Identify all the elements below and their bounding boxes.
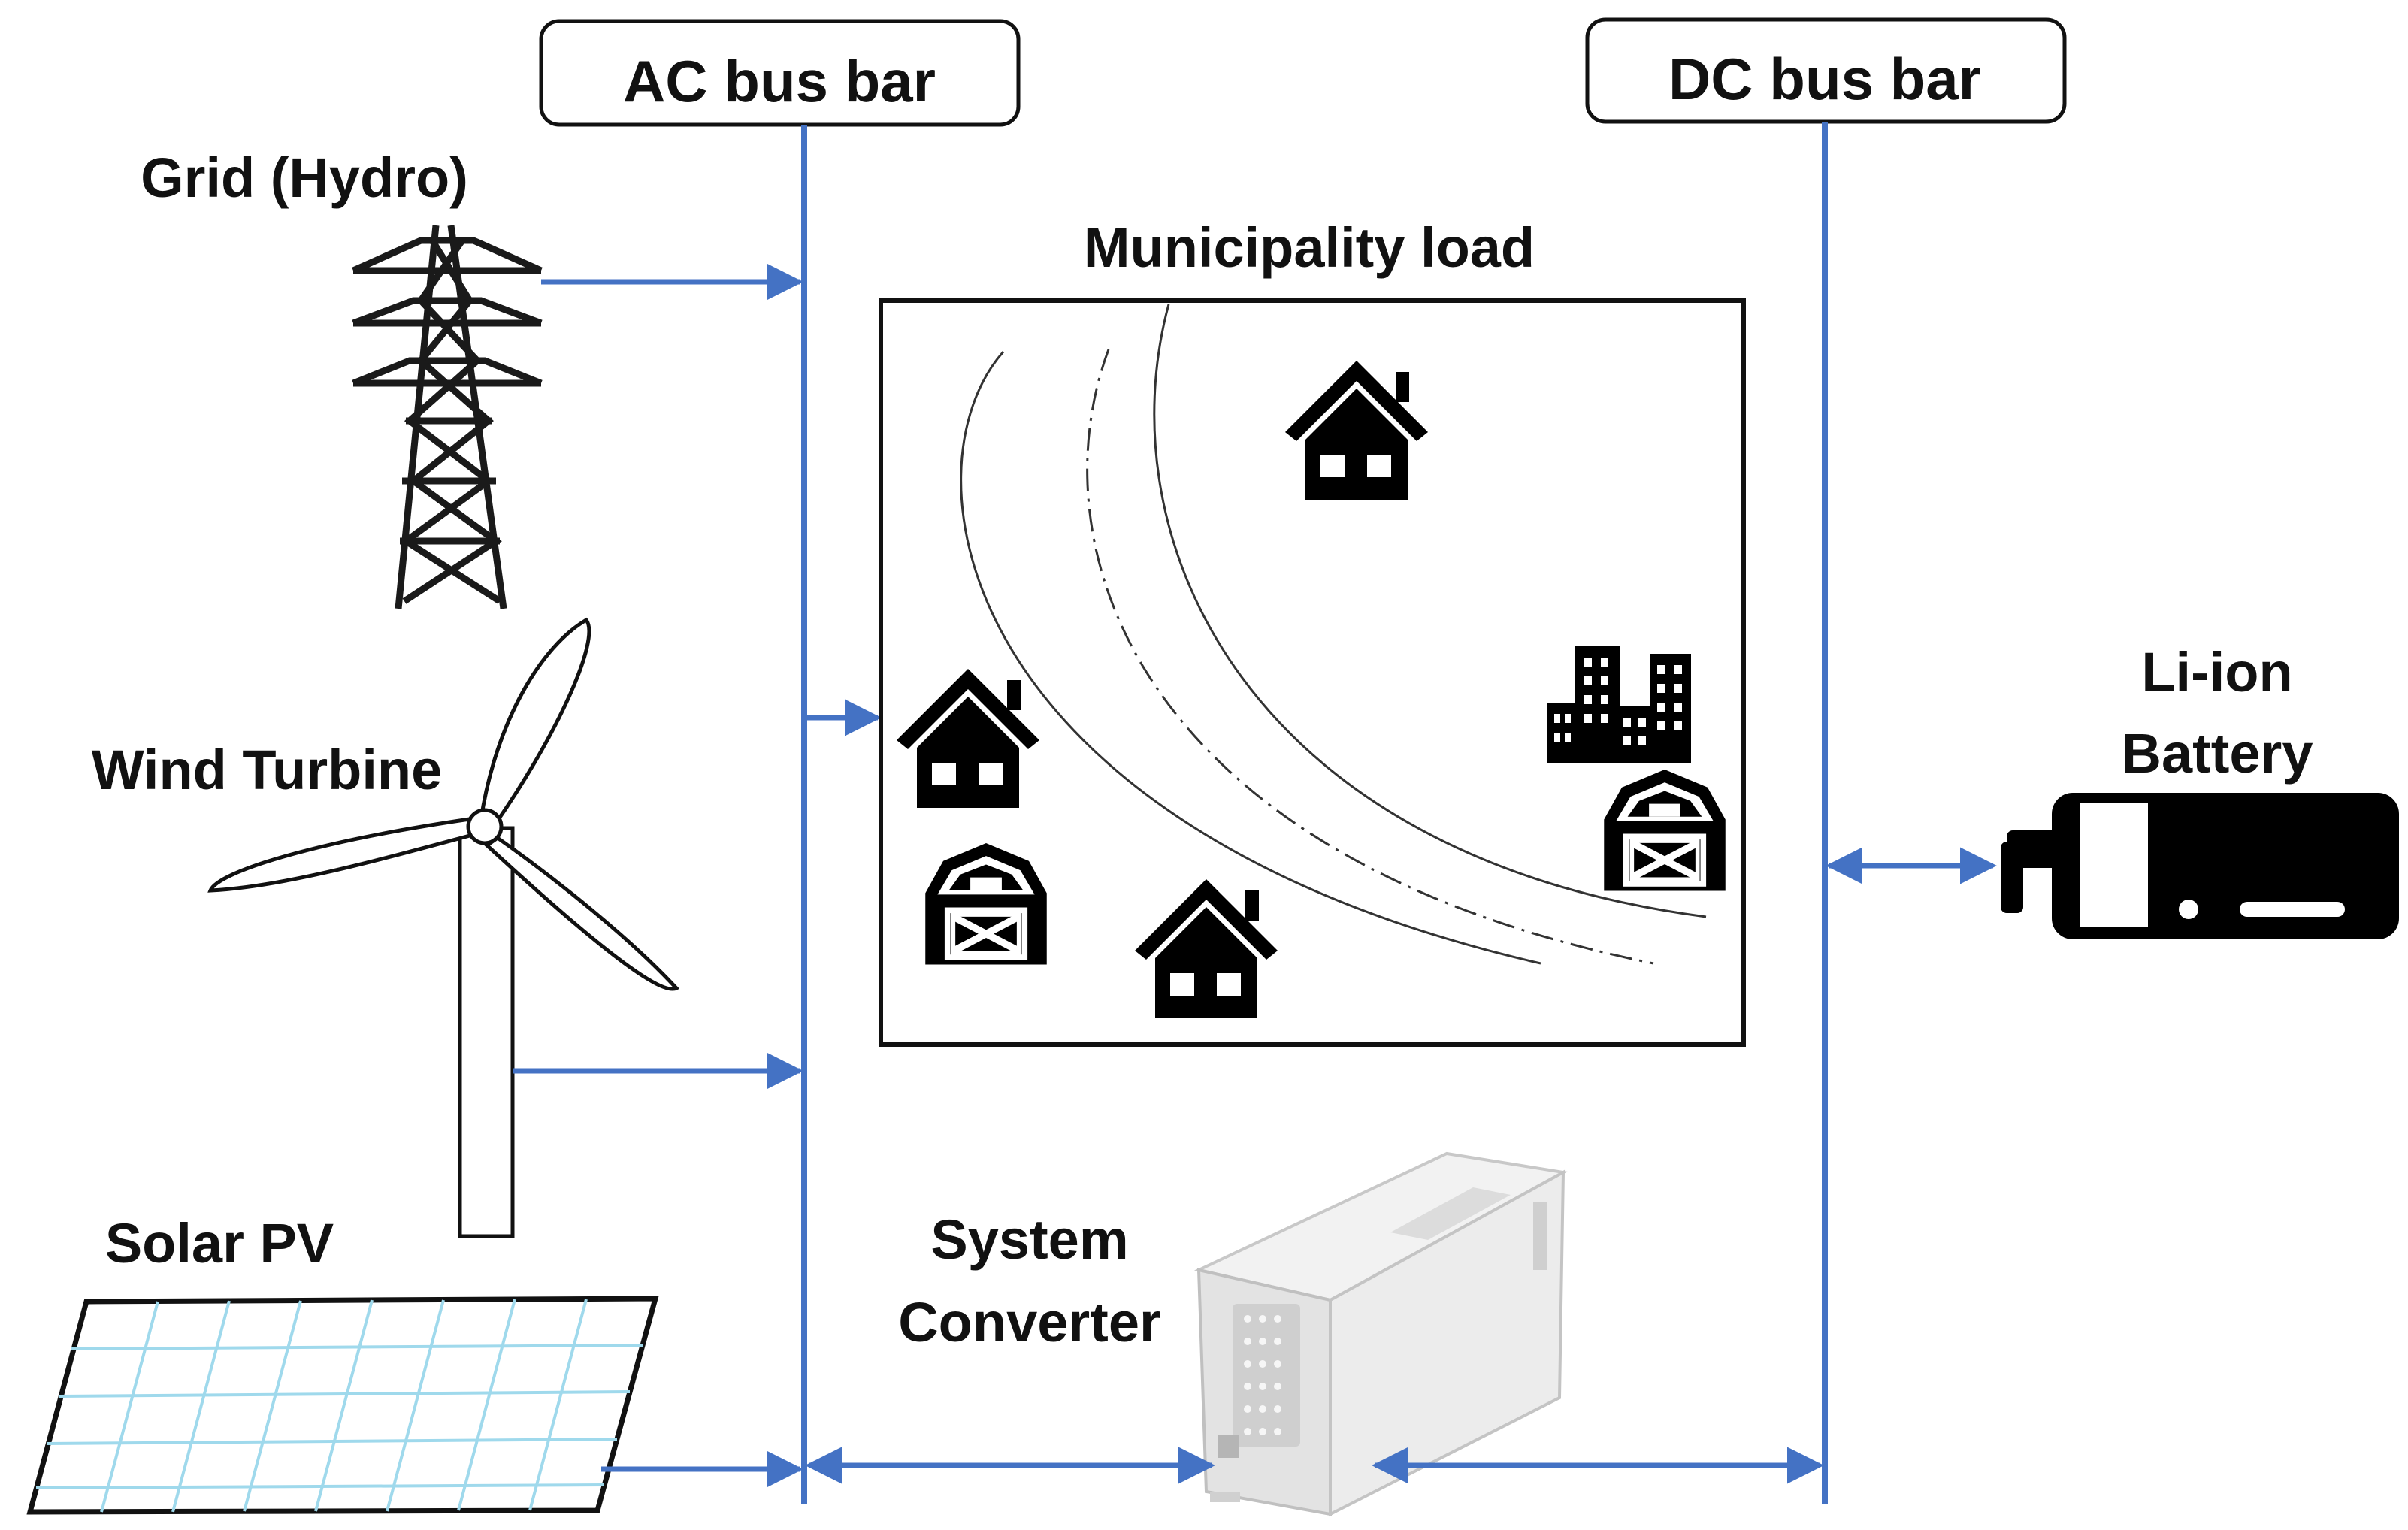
municipality-load-box: [879, 298, 1746, 1047]
solar-label: Solar PV: [105, 1212, 334, 1274]
battery-label-line2: Battery: [2122, 722, 2313, 785]
road-left-line: [960, 351, 1541, 965]
battery-icon: [2001, 793, 2399, 939]
wind-label: Wind Turbine: [92, 739, 443, 801]
wind-turbine-icon: [207, 617, 680, 1238]
dc-bus-label: DC bus bar: [1585, 17, 2067, 124]
city-buildings-icon: [1547, 646, 1691, 763]
converter-icon: [1193, 1151, 1569, 1517]
barn-icon: [1604, 770, 1726, 891]
road-right-line: [1153, 304, 1707, 918]
ac-bus-label: AC bus bar: [539, 19, 1021, 127]
dc-bus-text: DC bus bar: [1668, 46, 1981, 112]
solar-panel-icon: [26, 1296, 659, 1515]
ac-bus-text: AC bus bar: [623, 48, 936, 114]
load-label: Municipality load: [1084, 216, 1535, 279]
battery-label-line1: Li-ion: [2141, 641, 2292, 703]
road-center-line: [1086, 349, 1654, 965]
transmission-tower-icon: [352, 225, 543, 609]
converter-label-line1: System: [930, 1208, 1128, 1271]
converter-label-line2: Converter: [898, 1291, 1161, 1353]
barn-icon: [925, 843, 1047, 965]
grid-label: Grid (Hydro): [141, 147, 468, 209]
